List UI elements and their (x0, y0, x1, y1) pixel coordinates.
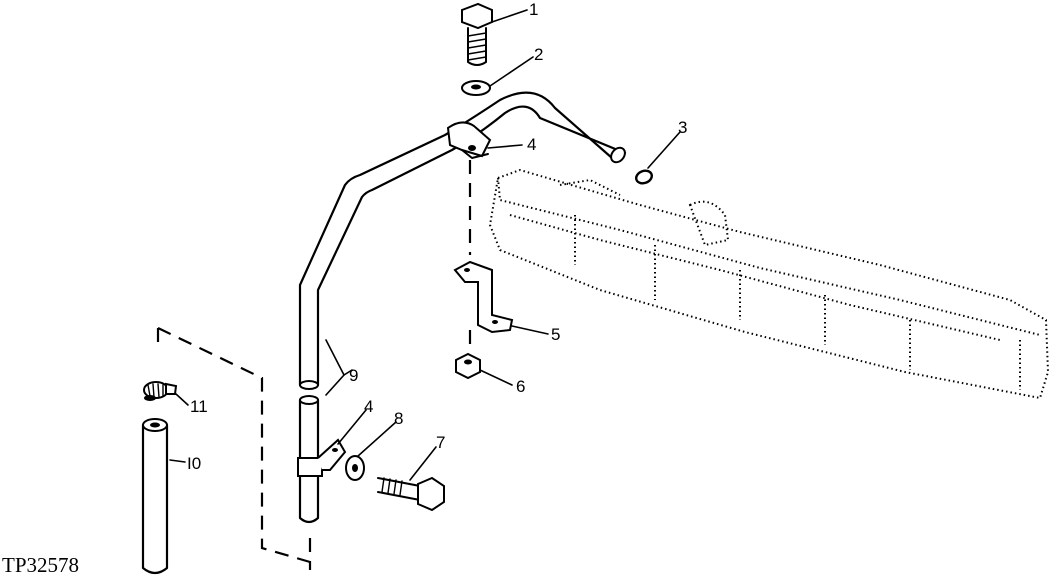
callout-8: 8 (394, 409, 403, 428)
engine-manifold-outline (488, 168, 1050, 400)
leader-lines (169, 9, 681, 481)
washer-lower (345, 455, 365, 481)
callout-11: 11 (190, 397, 208, 416)
figure-id: TP32578 (2, 553, 79, 575)
tube-lower (298, 395, 320, 524)
callout-4-upper: 4 (527, 135, 536, 154)
tube-clamp-lower (297, 438, 347, 477)
dashed-enclosure (157, 327, 311, 564)
bolt-top (461, 2, 493, 66)
callout-5: 5 (551, 325, 560, 344)
callout-3: 3 (678, 118, 687, 137)
o-ring (635, 169, 653, 185)
nut (455, 352, 481, 380)
callout-6: 6 (516, 377, 525, 396)
washer-top (461, 80, 491, 96)
callout-9: 9 (349, 366, 358, 385)
callout-2: 2 (534, 45, 543, 64)
callout-7: 7 (436, 433, 445, 452)
bracket (453, 260, 514, 334)
callout-4-lower: 4 (364, 397, 373, 416)
hose-clamp (143, 381, 178, 401)
tube-clamp-upper (446, 121, 492, 159)
bolt-lower (377, 476, 445, 512)
hose (141, 418, 169, 575)
callout-1: 1 (529, 0, 538, 19)
callout-10: I0 (187, 454, 201, 473)
